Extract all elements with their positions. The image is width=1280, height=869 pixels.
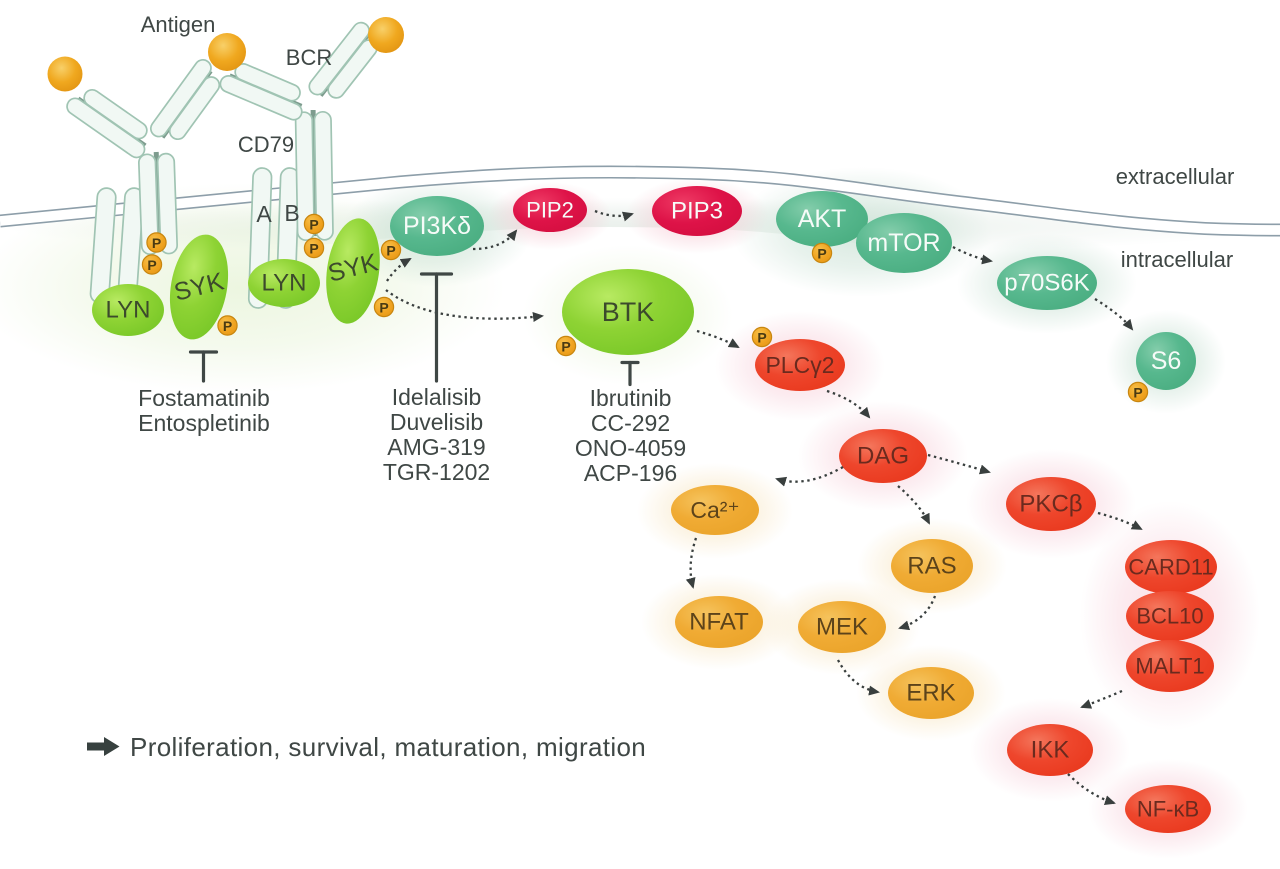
svg-text:A: A	[256, 201, 272, 227]
svg-text:PIP2: PIP2	[526, 198, 574, 223]
svg-text:Duvelisib: Duvelisib	[390, 409, 483, 435]
svg-text:Idelalisib: Idelalisib	[392, 384, 482, 410]
svg-text:P: P	[309, 217, 318, 233]
svg-text:Fostamatinib: Fostamatinib	[138, 385, 270, 411]
svg-text:P: P	[757, 330, 766, 346]
svg-text:CD79: CD79	[238, 132, 294, 157]
svg-text:P: P	[223, 318, 232, 334]
svg-text:P: P	[561, 339, 570, 355]
svg-text:Antigen: Antigen	[141, 12, 216, 37]
svg-text:AMG-319: AMG-319	[387, 434, 485, 460]
svg-text:PLCγ2: PLCγ2	[765, 352, 834, 378]
svg-text:P: P	[386, 243, 395, 259]
svg-text:Proliferation, survival, matur: Proliferation, survival, maturation, mig…	[130, 732, 646, 762]
svg-text:extracellular: extracellular	[1116, 164, 1235, 189]
svg-text:Entospletinib: Entospletinib	[138, 410, 270, 436]
svg-text:P: P	[379, 300, 388, 316]
svg-text:MEK: MEK	[816, 614, 868, 641]
svg-text:P: P	[147, 257, 156, 273]
svg-text:ACP-196: ACP-196	[584, 460, 677, 486]
svg-text:CC-292: CC-292	[591, 410, 670, 436]
svg-text:S6: S6	[1151, 347, 1182, 375]
svg-text:P: P	[152, 235, 161, 251]
svg-text:ERK: ERK	[906, 680, 955, 707]
svg-text:DAG: DAG	[857, 443, 909, 470]
svg-text:LYN: LYN	[262, 270, 307, 297]
svg-text:BCL10: BCL10	[1136, 604, 1203, 629]
svg-text:P: P	[309, 241, 318, 257]
svg-text:AKT: AKT	[798, 205, 847, 233]
svg-text:LYN: LYN	[106, 297, 151, 324]
svg-text:Ibrutinib: Ibrutinib	[590, 385, 672, 411]
svg-text:TGR-1202: TGR-1202	[383, 459, 490, 485]
svg-text:NF-κB: NF-κB	[1137, 797, 1199, 822]
svg-text:MALT1: MALT1	[1135, 654, 1204, 679]
svg-text:CARD11: CARD11	[1128, 555, 1213, 580]
svg-text:mTOR: mTOR	[867, 229, 940, 257]
svg-text:B: B	[284, 200, 299, 226]
svg-text:p70S6K: p70S6K	[1004, 270, 1089, 297]
svg-text:NFAT: NFAT	[689, 609, 749, 636]
svg-text:Ca²⁺: Ca²⁺	[690, 497, 739, 523]
svg-text:BCR: BCR	[286, 45, 332, 70]
svg-text:PKCβ: PKCβ	[1019, 491, 1082, 518]
svg-text:PIP3: PIP3	[671, 198, 723, 225]
svg-text:ONO-4059: ONO-4059	[575, 435, 686, 461]
svg-text:PI3Kδ: PI3Kδ	[403, 212, 471, 240]
svg-text:IKK: IKK	[1031, 737, 1070, 764]
svg-text:RAS: RAS	[907, 553, 956, 580]
svg-text:BTK: BTK	[602, 297, 655, 327]
svg-text:P: P	[1133, 385, 1142, 401]
svg-text:intracellular: intracellular	[1121, 247, 1234, 272]
svg-text:P: P	[817, 246, 826, 262]
